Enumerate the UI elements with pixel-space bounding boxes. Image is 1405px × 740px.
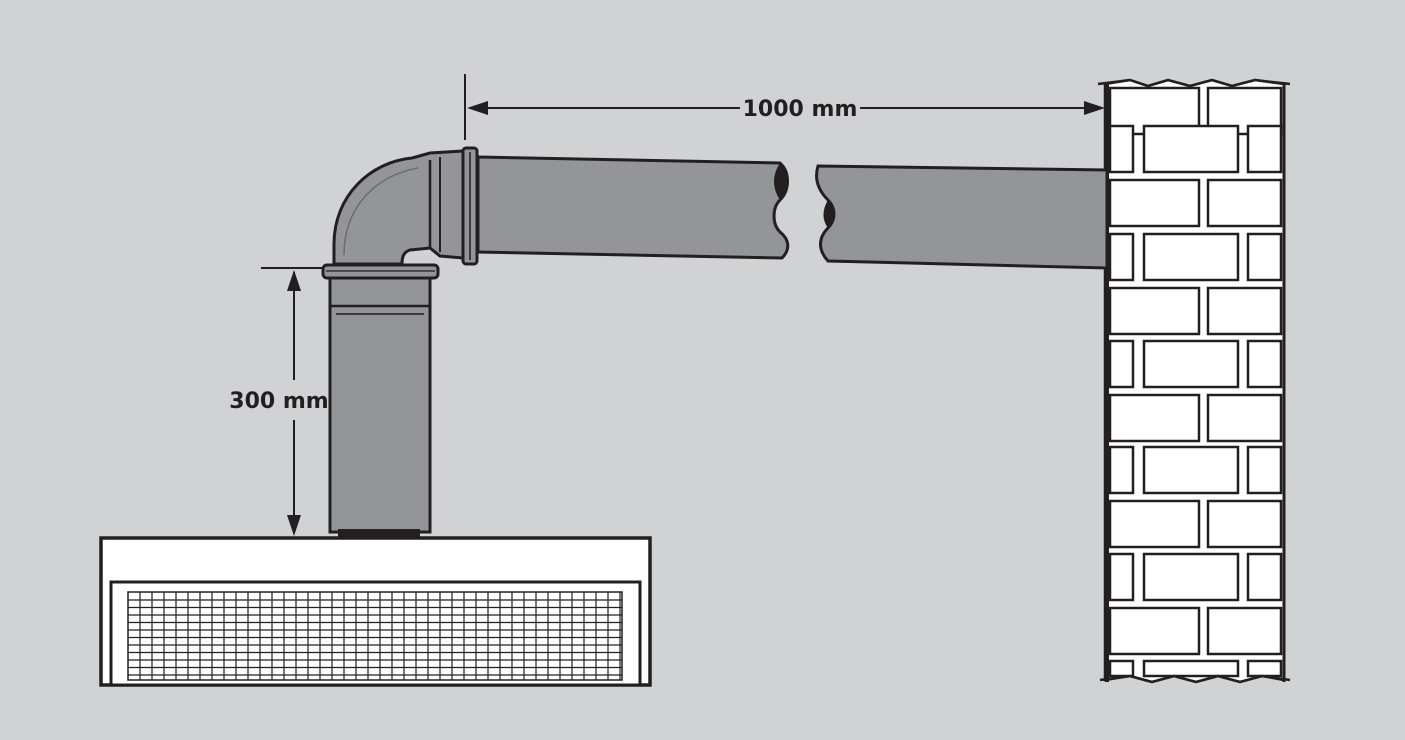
horizontal-duct-left	[476, 155, 790, 260]
brick	[1108, 393, 1201, 443]
brick	[1246, 445, 1283, 495]
air-conditioning-unit	[99, 536, 652, 687]
brick	[1108, 606, 1201, 656]
brick	[1108, 178, 1201, 228]
brick	[1246, 124, 1283, 174]
vertical-dimension: 300 mm	[229, 267, 329, 536]
arrow-right-icon	[1084, 101, 1105, 115]
brick	[1246, 339, 1283, 389]
brick-wall	[1097, 78, 1291, 684]
horizontal-dimension-label: 1000 mm	[743, 97, 858, 122]
brick	[1108, 124, 1135, 174]
arrow-left-icon	[467, 101, 488, 115]
brick	[1206, 499, 1283, 549]
brick	[1142, 232, 1240, 282]
vertical-duct	[328, 274, 432, 537]
brick	[1142, 339, 1240, 389]
brick	[1206, 606, 1283, 656]
brick	[1206, 178, 1283, 228]
brick	[1108, 339, 1135, 389]
brick	[1206, 286, 1283, 336]
horizontal-socket-collar	[461, 146, 479, 266]
brick	[1142, 659, 1240, 678]
brick	[1246, 552, 1283, 602]
brick	[1108, 286, 1201, 336]
brick	[1142, 124, 1240, 174]
unit-grille	[127, 591, 623, 681]
brick	[1108, 552, 1135, 602]
brick	[1142, 552, 1240, 602]
elbow-bend	[332, 149, 465, 266]
horizontal-dimension: 1000 mm	[464, 74, 1105, 140]
arrow-up-icon	[287, 270, 301, 291]
brick	[1108, 445, 1135, 495]
brick	[1246, 659, 1283, 678]
brick	[1206, 393, 1283, 443]
horizontal-duct-right	[815, 164, 1109, 270]
brick	[1108, 232, 1135, 282]
brick	[1108, 659, 1135, 678]
vertical-dimension-label: 300 mm	[229, 389, 328, 414]
arrow-down-icon	[287, 515, 301, 536]
brick	[1142, 445, 1240, 495]
vertical-socket-collar	[321, 263, 440, 280]
brick	[1108, 499, 1201, 549]
brick	[1246, 232, 1283, 282]
